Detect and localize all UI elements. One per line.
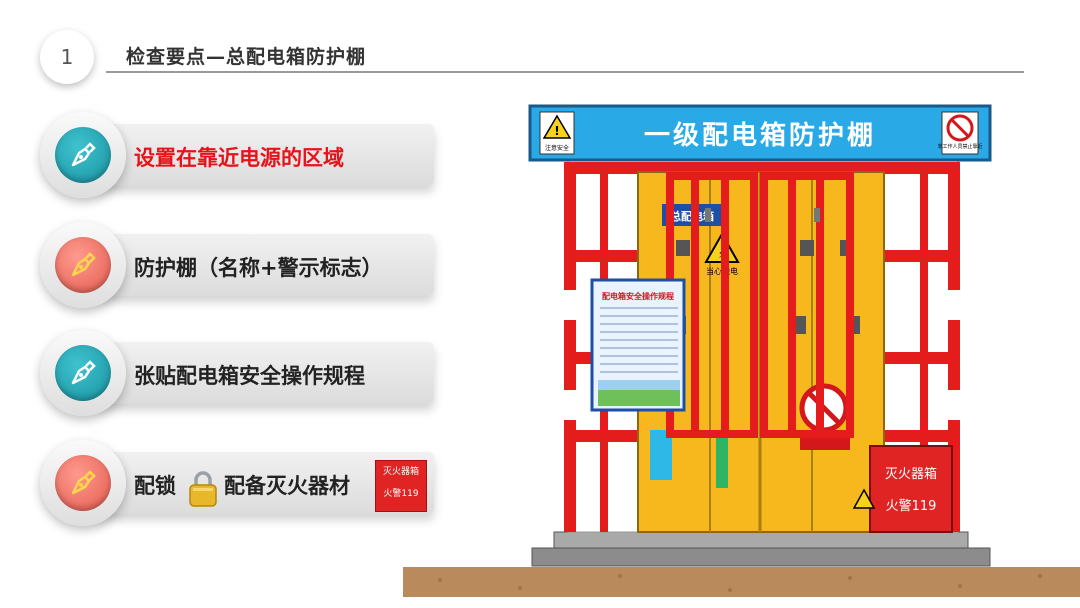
step-lower bbox=[531, 547, 991, 567]
warning-sign-text: 注意安全 bbox=[545, 144, 569, 152]
extinguisher-line2: 火警119 bbox=[886, 498, 937, 514]
checkpoint-item-4: 配锁 配备灭火器材 灭火器箱 火警119 bbox=[40, 440, 440, 530]
ext-box-line1: 灭火器箱 bbox=[382, 467, 419, 477]
extinguisher-box-icon: 灭火器箱 火警119 bbox=[375, 460, 427, 512]
pen-nib-icon bbox=[55, 127, 111, 183]
poster-title: 配电箱安全操作规程 bbox=[602, 291, 674, 301]
pen-nib-icon bbox=[55, 455, 111, 511]
ext-box-line2: 火警119 bbox=[383, 489, 419, 499]
title-divider bbox=[106, 71, 1024, 73]
prohibit-sign-text: 非工作人员禁止靠近 bbox=[937, 143, 982, 150]
checkpoint-item-3: 张贴配电箱安全操作规程 bbox=[40, 330, 440, 420]
extinguisher-line1: 灭火器箱 bbox=[885, 466, 937, 482]
safety-poster: 配电箱安全操作规程 bbox=[590, 278, 686, 412]
item-badge bbox=[40, 440, 126, 526]
warning-icon bbox=[542, 114, 572, 139]
item-label: 张贴配电箱安全操作规程 bbox=[134, 364, 365, 388]
banner-title: 一级配电箱防护棚 bbox=[644, 120, 876, 151]
extinguisher-box: 灭火器箱 火警119 bbox=[869, 445, 953, 533]
pen-nib-icon bbox=[55, 345, 111, 401]
checkpoint-item-2: 防护棚（名称+警示标志） bbox=[40, 222, 440, 312]
pen-nib-icon bbox=[55, 237, 111, 293]
protective-shed-illustration: 总配电箱 ⚡ 当心触电 配电箱安全操作规程 bbox=[403, 104, 1080, 597]
checkpoint-item-1: 设置在靠近电源的区域 bbox=[40, 112, 440, 202]
gate-frame bbox=[666, 172, 854, 438]
item-label-lock: 配锁 bbox=[134, 474, 176, 498]
item-label-extinguisher: 配备灭火器材 bbox=[224, 474, 350, 498]
page-title: 检查要点—总配电箱防护棚 bbox=[126, 46, 367, 68]
item-badge bbox=[40, 112, 126, 198]
item-bar bbox=[92, 124, 434, 186]
item-badge bbox=[40, 330, 126, 416]
slide-number: 1 bbox=[40, 30, 94, 84]
item-label: 设置在靠近电源的区域 bbox=[134, 146, 344, 170]
padlock-icon bbox=[189, 471, 217, 507]
item-bar bbox=[92, 342, 434, 404]
step-upper bbox=[553, 531, 969, 549]
item-label: 防护棚（名称+警示标志） bbox=[134, 256, 383, 280]
svg-text:!: ! bbox=[554, 124, 559, 138]
item-bar bbox=[92, 234, 434, 296]
ground bbox=[403, 567, 1080, 597]
banner: 一级配电箱防护棚 ! 注意安全 非工作人员禁止靠近 bbox=[528, 104, 992, 162]
item-badge bbox=[40, 222, 126, 308]
